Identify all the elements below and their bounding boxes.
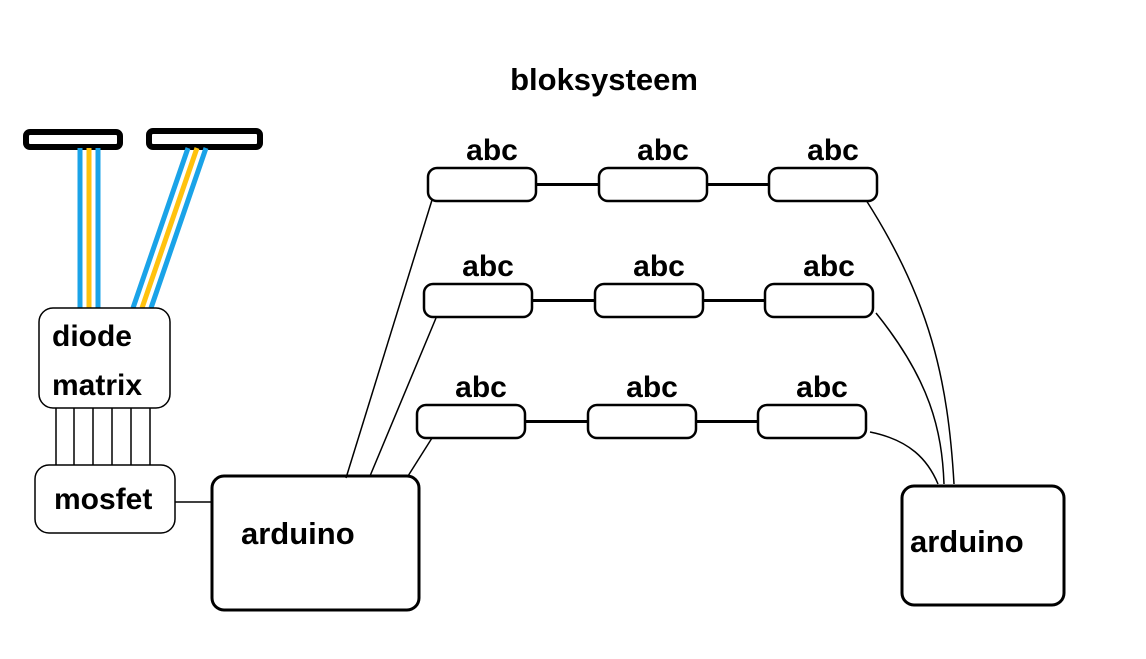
mosfet-block <box>34 464 176 534</box>
abc-module <box>597 166 709 203</box>
abc-module-label: abc <box>807 134 859 167</box>
diagram-title: bloksysteem <box>510 62 698 97</box>
diode-matrix-label: diode <box>52 320 132 353</box>
arduino-right-wires <box>865 199 955 485</box>
abc-module <box>763 282 875 319</box>
matrix-mosfet-wires <box>55 408 151 465</box>
module-rows: abc abc abc abc abc abc abc abc abc <box>415 134 879 440</box>
abc-module-label: abc <box>466 134 518 167</box>
diode-matrix-label: matrix <box>52 369 142 402</box>
abc-module-label: abc <box>803 250 855 283</box>
abc-module <box>422 282 534 319</box>
abc-module-label: abc <box>626 371 678 404</box>
sensor-bar-icon <box>23 129 123 150</box>
mosfet-label: mosfet <box>54 483 152 516</box>
abc-module <box>586 403 698 440</box>
abc-module <box>426 166 538 203</box>
abc-module-label: abc <box>637 134 689 167</box>
abc-module-label: abc <box>462 250 514 283</box>
abc-module <box>767 166 879 203</box>
abc-module-label: abc <box>455 371 507 404</box>
abc-module-label: abc <box>633 250 685 283</box>
module-row: abc abc abc <box>426 134 879 203</box>
sensor-wires <box>77 147 209 309</box>
arduino-right-block <box>900 484 1066 607</box>
abc-module-label: abc <box>796 371 848 404</box>
sensor-bar-icon <box>146 128 263 150</box>
abc-module <box>756 403 868 440</box>
abc-module <box>593 282 705 319</box>
arduino-left-wires <box>345 199 437 479</box>
arduino-left-block <box>210 474 421 612</box>
diode-matrix-block <box>38 307 171 409</box>
arduino-right-label: arduino <box>910 524 1024 559</box>
module-row: abc abc abc <box>422 250 875 319</box>
abc-module <box>415 403 527 440</box>
arduino-left-label: arduino <box>241 516 355 551</box>
module-row: abc abc abc <box>415 371 868 440</box>
